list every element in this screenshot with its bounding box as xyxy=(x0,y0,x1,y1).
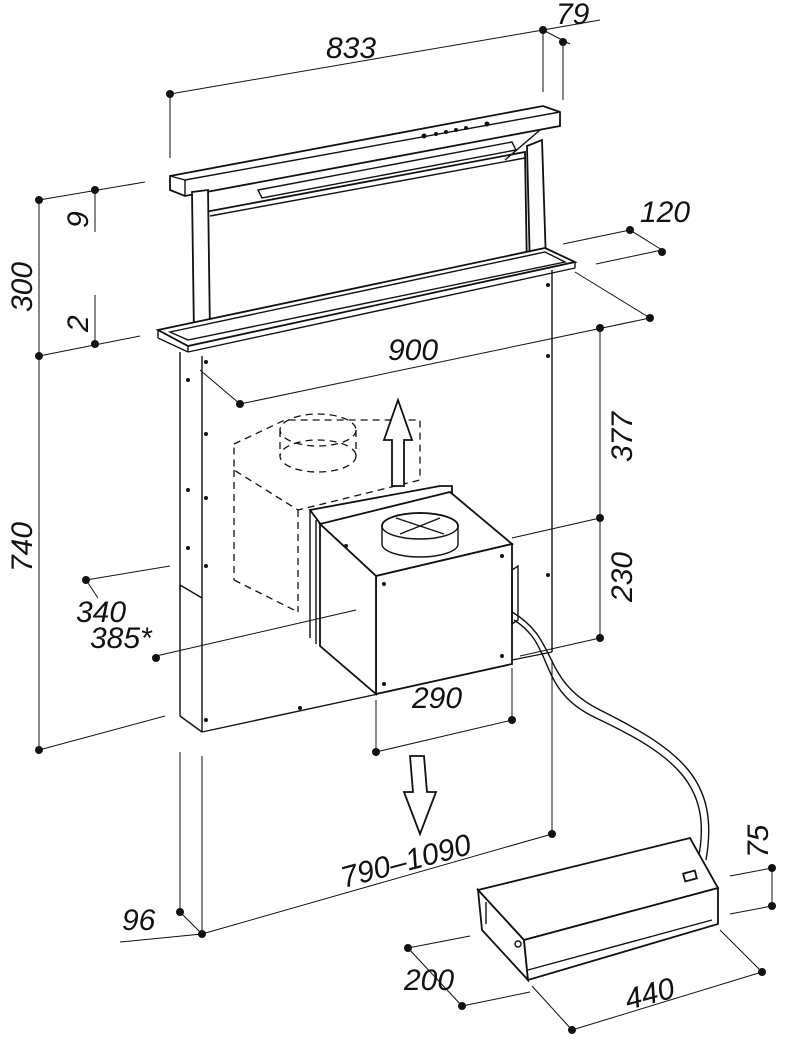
dim-385-label: 385* xyxy=(90,622,153,655)
dim-300-label: 300 xyxy=(6,262,39,312)
dimension-200: 200 xyxy=(403,935,531,1010)
dim-900-label: 900 xyxy=(388,334,438,367)
dim-9-label: 9 xyxy=(62,211,95,228)
dimension-79: 79 xyxy=(542,0,601,100)
cabinet-body xyxy=(179,270,553,733)
dimension-96: 96 xyxy=(119,904,203,943)
dim-79-label: 79 xyxy=(556,0,590,31)
duct-box-alternate xyxy=(233,413,421,613)
dim-790-1090-label: 790–1090 xyxy=(337,828,475,895)
dim-833-label: 833 xyxy=(326,32,376,65)
dim-2-label: 2 xyxy=(62,315,95,333)
dimension-377: 377 xyxy=(511,324,639,539)
motor-unit xyxy=(476,836,720,983)
dimension-9: 9 xyxy=(62,186,99,232)
dimension-900: 900 xyxy=(199,271,654,408)
dim-740-label: 740 xyxy=(6,522,39,572)
dimension-740: 740 xyxy=(6,356,166,754)
hood-unit xyxy=(169,105,561,338)
dim-75-label: 75 xyxy=(742,824,775,858)
dim-340-label: 340 xyxy=(76,596,126,629)
dimension-833: 833 xyxy=(166,26,547,158)
dim-96-label: 96 xyxy=(122,904,156,937)
dimension-120: 120 xyxy=(562,196,690,265)
dim-200-label: 200 xyxy=(403,964,454,997)
dimension-340-385: 340 385* xyxy=(76,565,357,662)
dimension-75: 75 xyxy=(729,824,776,915)
duct-box xyxy=(298,485,519,710)
dimension-300: 300 xyxy=(6,181,146,360)
dim-230-label: 230 xyxy=(606,552,639,603)
dimension-230: 230 xyxy=(519,518,639,657)
dim-377-label: 377 xyxy=(606,411,639,462)
dim-290-label: 290 xyxy=(411,682,462,715)
dim-440-label: 440 xyxy=(621,972,678,1017)
airflow-down-arrow xyxy=(402,755,438,837)
countertop-frame xyxy=(155,247,578,353)
airflow-up-arrow xyxy=(382,397,414,487)
dim-120-label: 120 xyxy=(640,196,690,229)
dimension-290: 290 xyxy=(372,668,516,756)
dimension-2: 2 xyxy=(62,295,99,348)
power-cable xyxy=(511,611,710,861)
